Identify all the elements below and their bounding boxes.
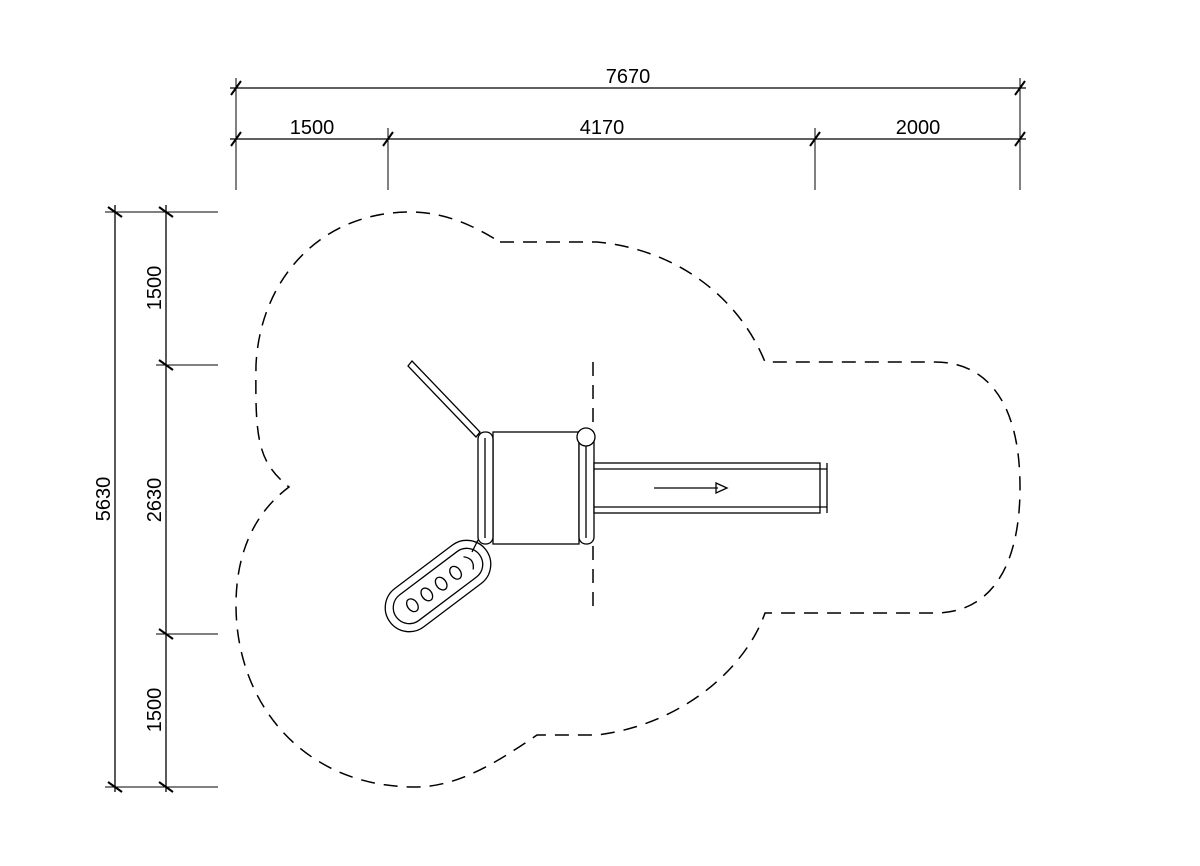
top-dimension-chain: 7670 1500 4170 2000	[230, 66, 1026, 190]
left-middle-label: 2630	[144, 478, 166, 523]
left-tick	[158, 206, 174, 218]
platform-deck	[492, 431, 580, 545]
climbing-hold	[449, 565, 463, 580]
climbing-panel	[384, 539, 492, 633]
play-equipment	[384, 360, 828, 633]
top-tick	[1014, 131, 1026, 147]
left-tick	[107, 781, 123, 793]
safety-zone-outline	[235, 211, 1021, 788]
diagonal-rail	[407, 360, 481, 438]
top-tick	[230, 80, 242, 96]
left-dimension-chain: 5630 1500 2630 1500	[93, 205, 218, 793]
left-tick	[107, 206, 123, 218]
climbing-hold	[420, 587, 434, 602]
climbing-panel-inner	[392, 547, 484, 625]
climbing-panel-outer	[384, 539, 492, 633]
left-bottom-label: 1500	[144, 688, 166, 733]
top-left-label: 1500	[290, 117, 335, 139]
climbing-hold	[405, 598, 419, 613]
top-middle-label: 4170	[580, 117, 625, 139]
top-tick	[382, 131, 394, 147]
left-tick	[158, 359, 174, 371]
top-right-label: 2000	[896, 117, 941, 139]
climbing-panel-connector	[471, 539, 479, 553]
climbing-panel-hook	[463, 556, 475, 570]
left-tick	[158, 781, 174, 793]
slide-direction-arrow-head	[715, 481, 729, 495]
top-tick	[809, 131, 821, 147]
top-total-label: 7670	[606, 66, 651, 88]
left-tick	[158, 628, 174, 640]
top-tick	[230, 131, 242, 147]
climbing-hold	[434, 576, 448, 591]
left-top-label: 1500	[144, 266, 166, 311]
left-total-label: 5630	[93, 477, 115, 522]
corner-post	[576, 427, 596, 447]
top-tick	[1014, 80, 1026, 96]
slide	[593, 462, 828, 514]
